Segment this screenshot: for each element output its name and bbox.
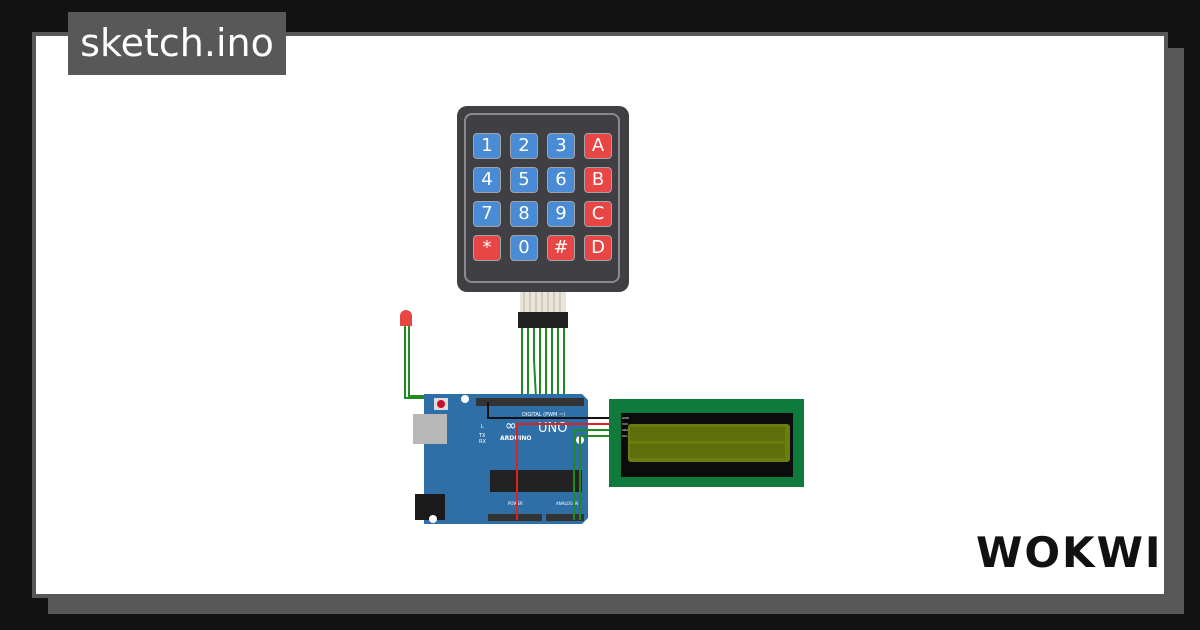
sketch-title: sketch.ino [68,12,286,75]
svg-text:SCL: SCL [622,434,628,438]
svg-text:POWER: POWER [508,501,523,506]
lcd-wires [487,402,620,520]
digital-header [476,398,584,406]
svg-text:∞: ∞ [505,418,517,434]
svg-text:TX: TX [478,433,486,439]
keypad-key[interactable]: 8 [510,201,538,227]
svg-text:ANALOG IN: ANALOG IN [556,501,578,506]
keypad-key[interactable]: # [547,235,575,261]
wokwi-logo: WOKWI [976,528,1163,577]
power-jack [415,494,445,520]
keypad-key[interactable]: C [584,201,612,227]
atmega-chip [490,470,582,492]
arduino-uno[interactable]: DIGITAL (PWM ~) UNO ARDUINO ∞ POWER ANAL… [413,394,588,524]
keypad-key[interactable]: 4 [473,167,501,193]
reset-button [437,400,445,408]
keypad-key[interactable]: D [584,235,612,261]
svg-text:VCC: VCC [622,422,628,426]
keypad-key[interactable]: 0 [510,235,538,261]
keypad-key[interactable]: 6 [547,167,575,193]
keypad-bezel [464,113,620,283]
svg-text:L: L [481,424,484,430]
keypad-ribbon [518,292,568,328]
keypad-wires [404,328,565,399]
svg-text:SDA: SDA [622,428,629,432]
keypad-key[interactable]: 9 [547,201,575,227]
keypad-key[interactable]: * [473,235,501,261]
keypad-key[interactable]: 3 [547,133,575,159]
svg-text:GND: GND [622,416,630,420]
svg-text:ARDUINO: ARDUINO [500,435,531,442]
analog-header [546,514,584,521]
usb-port [413,414,447,444]
svg-text:DIGITAL (PWM ~): DIGITAL (PWM ~) [522,412,565,418]
keypad-key[interactable]: 1 [473,133,501,159]
keypad-key[interactable]: B [584,167,612,193]
svg-text:RX: RX [479,439,486,445]
led-red[interactable] [400,310,412,395]
keypad-key[interactable]: 2 [510,133,538,159]
keypad-key[interactable]: A [584,133,612,159]
keypad-key[interactable]: 5 [510,167,538,193]
keypad-key[interactable]: 7 [473,201,501,227]
lcd-1602-i2c[interactable]: GND VCC SDA SCL [609,399,804,487]
power-header [488,514,542,521]
